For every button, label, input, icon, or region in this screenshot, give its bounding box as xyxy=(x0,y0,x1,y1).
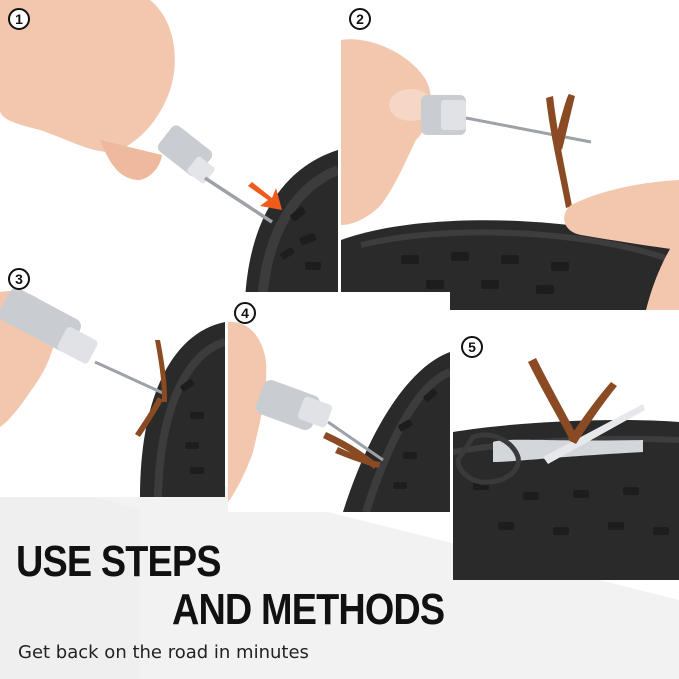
insertion-tool xyxy=(255,380,384,462)
arrow-icon xyxy=(248,182,282,210)
reamer-tool xyxy=(157,125,273,224)
step-1-panel: 1 xyxy=(0,0,338,300)
scissors xyxy=(455,404,645,485)
step-2-panel: 2 xyxy=(341,0,679,310)
repair-plug xyxy=(546,94,575,208)
headline-line-1: USE STEPS xyxy=(16,537,222,586)
insertion-tool xyxy=(0,288,166,396)
step-5-panel: 5 xyxy=(453,322,679,580)
repair-plug xyxy=(323,432,380,469)
step-3-badge: 3 xyxy=(8,268,30,290)
hand xyxy=(228,321,267,502)
step-5-badge: 5 xyxy=(461,336,483,358)
step-3-panel: 3 xyxy=(0,262,225,497)
step-2-badge: 2 xyxy=(349,8,371,30)
step-4-badge: 4 xyxy=(234,302,256,324)
headline-line-2: AND METHODS xyxy=(172,585,445,634)
step-1-badge: 1 xyxy=(8,8,30,30)
hand xyxy=(0,0,175,152)
hand xyxy=(341,39,432,225)
repair-plug xyxy=(528,358,617,444)
insertion-tool xyxy=(421,95,592,144)
tagline: Get back on the road in minutes xyxy=(18,642,309,663)
step-4-panel: 4 xyxy=(228,292,450,512)
hand xyxy=(564,180,679,250)
repair-plug xyxy=(135,340,167,437)
